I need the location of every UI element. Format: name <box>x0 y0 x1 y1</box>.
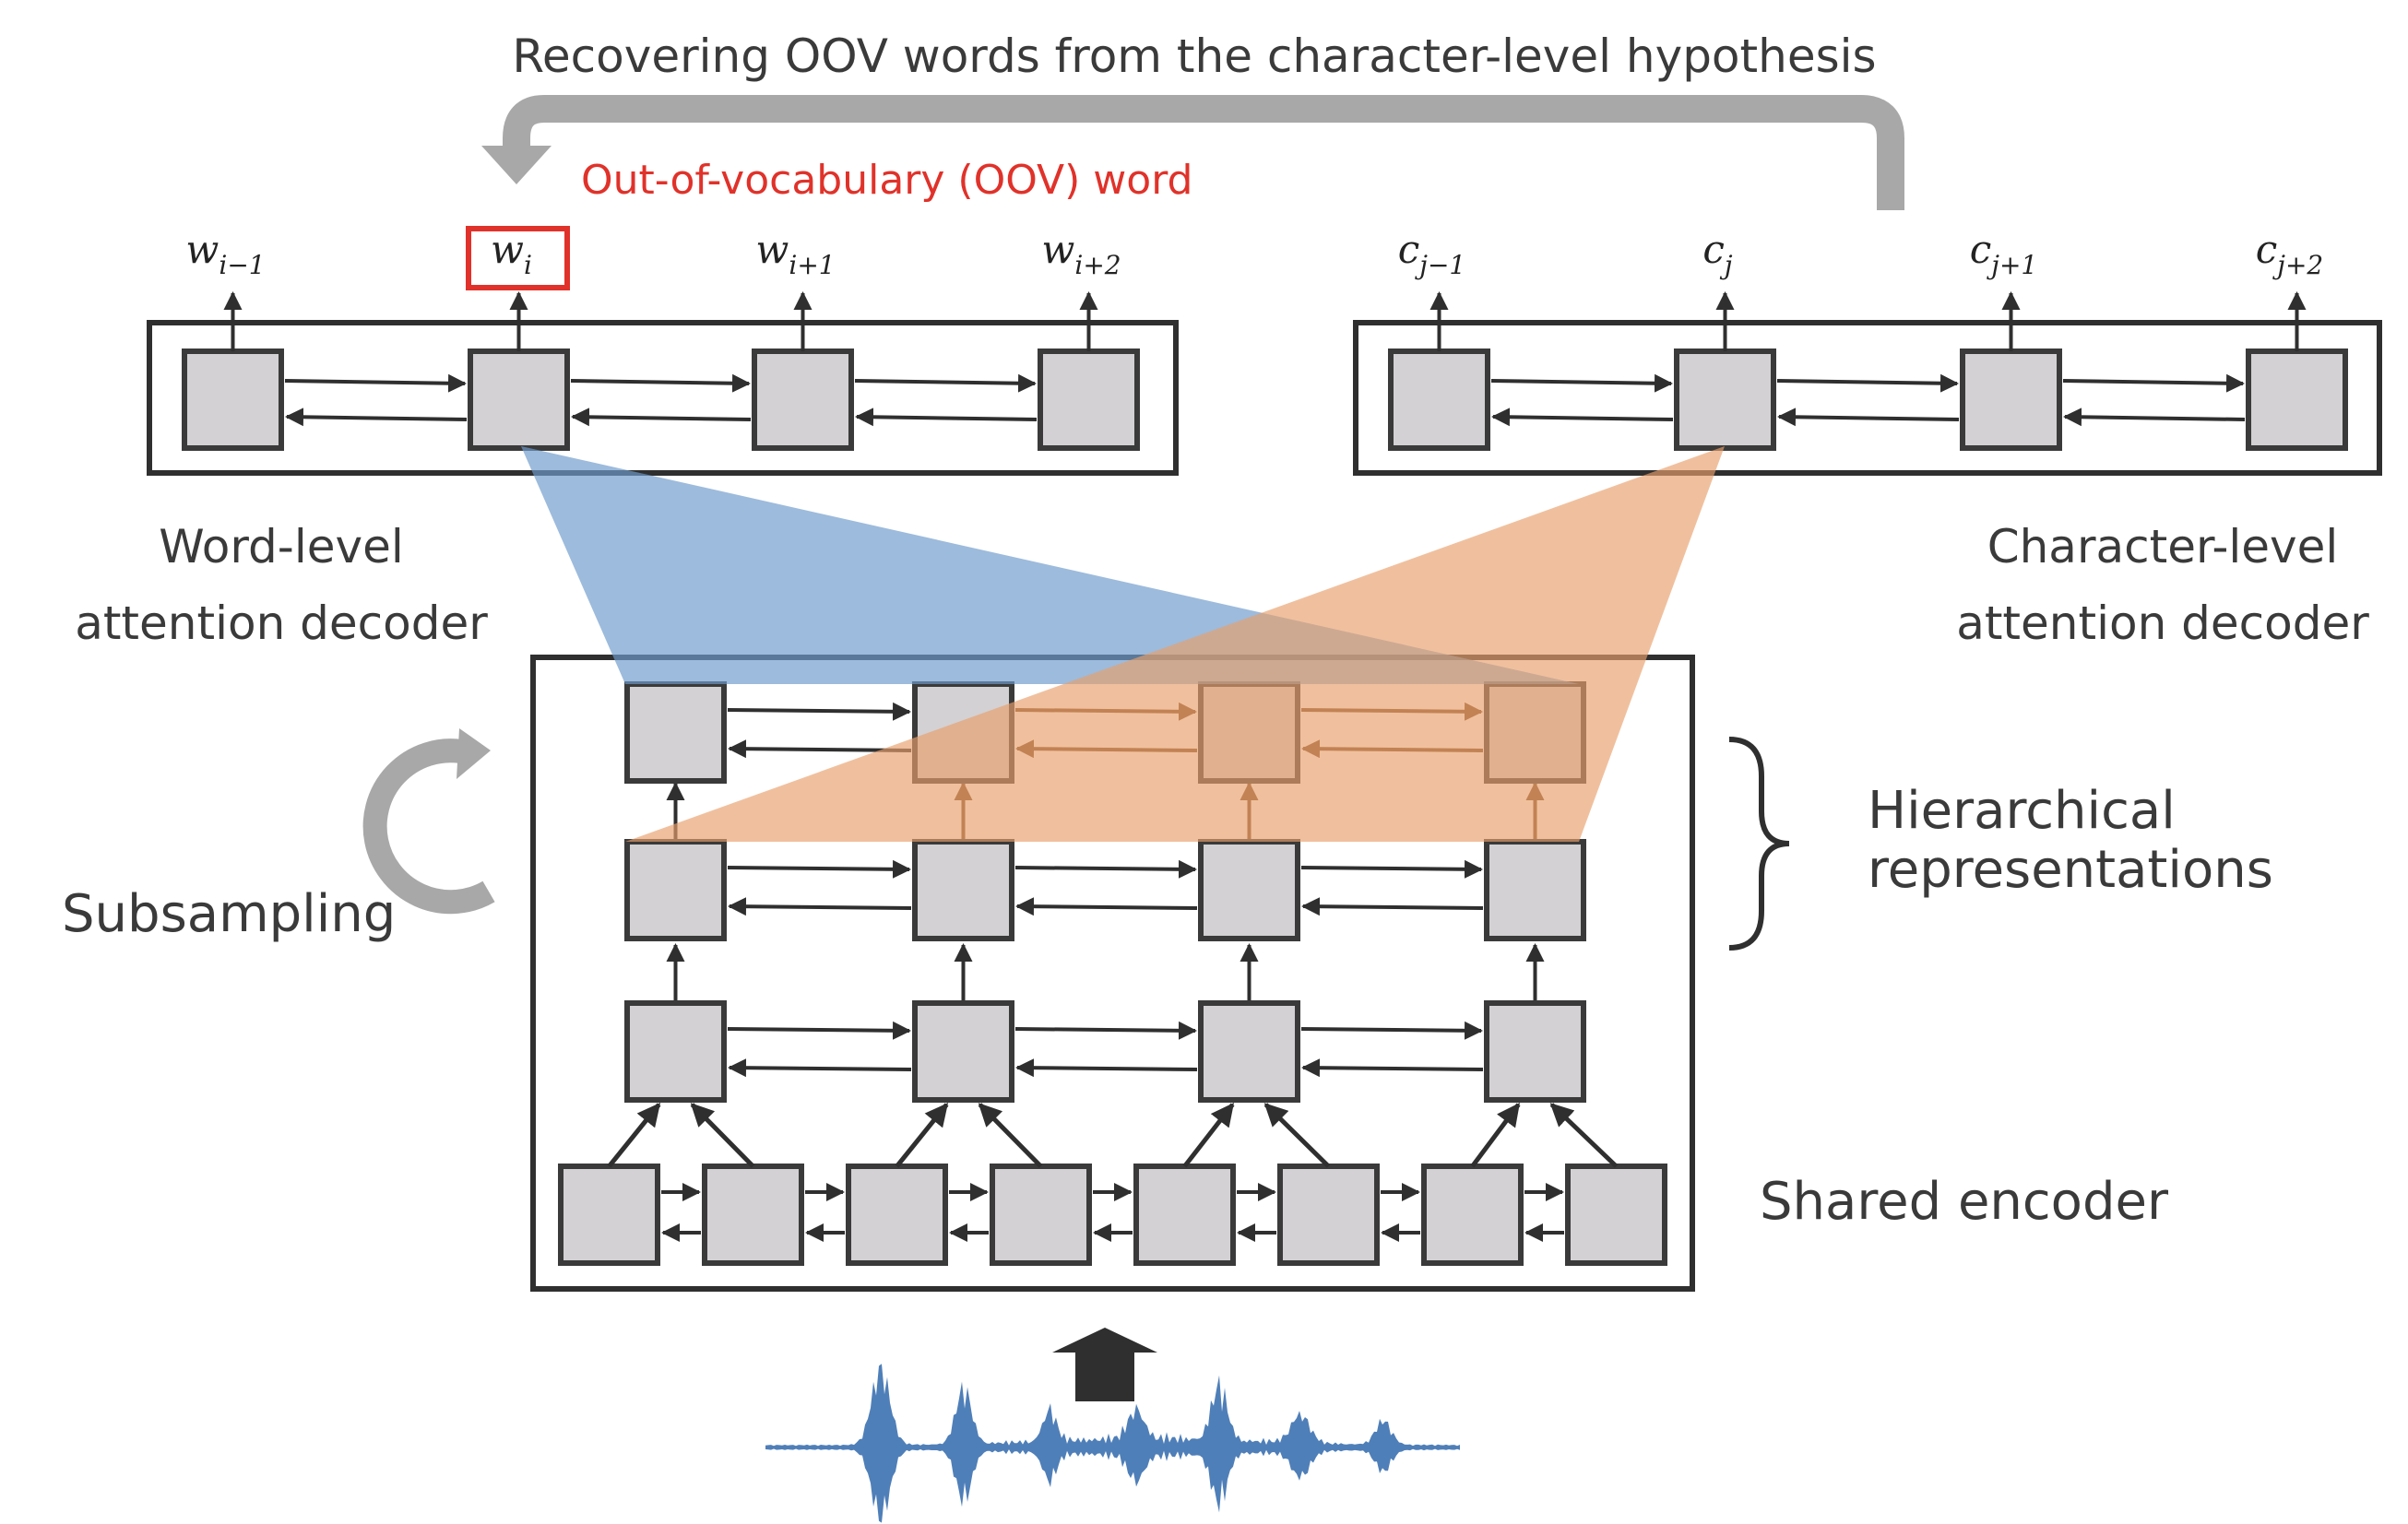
encoder-forward-arrow <box>1014 859 1197 879</box>
input-arrow <box>1052 1328 1157 1401</box>
char-decoder-label-line1: Character-level <box>1987 520 2339 573</box>
encoder-input-cell <box>1133 1164 1236 1266</box>
encoder-backward-arrow <box>1015 1058 1198 1078</box>
word-decoder-cell <box>182 349 284 451</box>
word-decoder-backward-arrow <box>571 408 752 427</box>
oov-highlight-box <box>466 226 570 290</box>
encoder-backward-arrow <box>728 1058 912 1078</box>
encoder-input-cell <box>1421 1164 1524 1266</box>
encoder-input-cell <box>1277 1164 1380 1266</box>
char-decoder-backward-arrow <box>1777 408 1960 427</box>
speech-waveform <box>765 1364 1460 1523</box>
encoder-subsample-arrow <box>690 1103 755 1168</box>
word-decoder-cell <box>468 349 570 451</box>
char-decoder-output-label: cj+1 <box>1970 227 2038 280</box>
subsampling-label: Subsampling <box>62 884 396 944</box>
hierarchical-label-line2: representations <box>1868 840 2273 900</box>
char-decoder-forward-arrow <box>1776 373 1959 393</box>
encoder-cell <box>624 839 727 941</box>
encoder-forward-arrow <box>727 1021 911 1040</box>
char-decoder-cell <box>2246 349 2348 451</box>
encoder-cell <box>624 681 727 784</box>
encoder-subsample-arrow <box>895 1103 949 1168</box>
encoder-cell <box>1484 839 1586 941</box>
encoder-backward-arrow <box>728 897 912 916</box>
character-level-decoder <box>1353 320 2382 476</box>
diagram-title: Recovering OOV words from the character-… <box>512 30 1876 83</box>
char-decoder-output-label: cj−1 <box>1398 227 1466 280</box>
word-decoder-output-label: wi−1 <box>185 227 265 280</box>
encoder-input-cell <box>846 1164 948 1266</box>
encoder-input-cell <box>702 1164 804 1266</box>
char-decoder-output-label: cj+2 <box>2256 227 2324 280</box>
word-level-decoder <box>147 320 1179 476</box>
word-decoder-cell <box>752 349 854 451</box>
oov-label: Out-of-vocabulary (OOV) word <box>581 157 1192 204</box>
encoder-backward-arrow <box>1301 897 1484 916</box>
char-decoder-backward-arrow <box>1491 408 1674 427</box>
encoder-forward-arrow <box>1014 1021 1197 1040</box>
char-decoder-cell <box>1960 349 2062 451</box>
encoder-forward-arrow <box>727 859 911 879</box>
encoder-subsample-arrow <box>978 1103 1043 1168</box>
encoder-forward-arrow <box>727 702 911 721</box>
char-output-labels: cj−1 cj cj+1 cj+2 <box>1398 227 2324 280</box>
encoder-subsample-arrow <box>1470 1102 1521 1168</box>
char-decoder-cell <box>1388 349 1490 451</box>
char-decoder-cells <box>1388 291 2348 451</box>
word-decoder-frame <box>147 320 1179 476</box>
subsampling-arrow <box>362 728 495 915</box>
word-decoder-forward-arrow <box>284 373 467 393</box>
word-decoder-output-label: wi <box>491 227 532 280</box>
encoder-cell <box>1198 839 1300 941</box>
char-decoder-forward-arrow <box>2062 373 2245 393</box>
char-decoder-label-line2: attention decoder <box>1956 597 2369 650</box>
encoder-input-cell <box>990 1164 1092 1266</box>
word-decoder-output-label: wi+1 <box>755 227 835 280</box>
encoder-input-cell <box>1565 1164 1667 1266</box>
hierarchical-brace <box>1728 737 1790 951</box>
shared-encoder-label: Shared encoder <box>1760 1172 2169 1232</box>
encoder-subsample-arrow <box>1182 1103 1235 1168</box>
encoder-cell <box>1198 1000 1300 1103</box>
word-decoder-cell <box>1038 349 1140 451</box>
encoder-input-cell <box>558 1164 660 1266</box>
hierarchical-label-line1: Hierarchical <box>1868 781 2176 841</box>
encoder-cell <box>624 1000 727 1103</box>
word-decoder-output-label: wi+2 <box>1041 227 1121 280</box>
word-decoder-cells <box>182 291 1140 451</box>
encoder-cell <box>1484 1000 1586 1103</box>
word-decoder-backward-arrow <box>855 408 1038 427</box>
word-decoder-backward-arrow <box>285 408 468 427</box>
encoder-cell <box>912 839 1014 941</box>
encoder-cell <box>912 1000 1014 1103</box>
word-decoder-label-line2: attention decoder <box>75 597 488 650</box>
encoder-forward-arrow <box>1300 1021 1483 1040</box>
encoder-backward-arrow <box>1301 1058 1484 1078</box>
encoder-backward-arrow <box>1015 897 1198 916</box>
waveform-shape <box>765 1364 1460 1523</box>
word-decoder-label-line1: Word-level <box>159 520 403 573</box>
char-decoder-output-label: cj <box>1702 227 1733 280</box>
char-decoder-backward-arrow <box>2063 408 2246 427</box>
word-decoder-forward-arrow <box>854 373 1037 393</box>
encoder-forward-arrow <box>1300 859 1483 879</box>
encoder-subsample-arrow <box>607 1103 661 1168</box>
word-output-labels: wi−1 wi wi+1 wi+2 <box>185 227 1121 280</box>
encoder-subsample-arrow <box>1549 1103 1619 1168</box>
char-decoder-forward-arrow <box>1490 373 1673 393</box>
recovery-arrow <box>481 95 1904 210</box>
word-decoder-forward-arrow <box>570 373 751 393</box>
char-decoder-frame <box>1353 320 2382 476</box>
char-decoder-cell <box>1674 349 1776 451</box>
char-attention-wedge <box>625 446 1725 842</box>
encoder-subsample-arrow <box>1263 1103 1331 1168</box>
